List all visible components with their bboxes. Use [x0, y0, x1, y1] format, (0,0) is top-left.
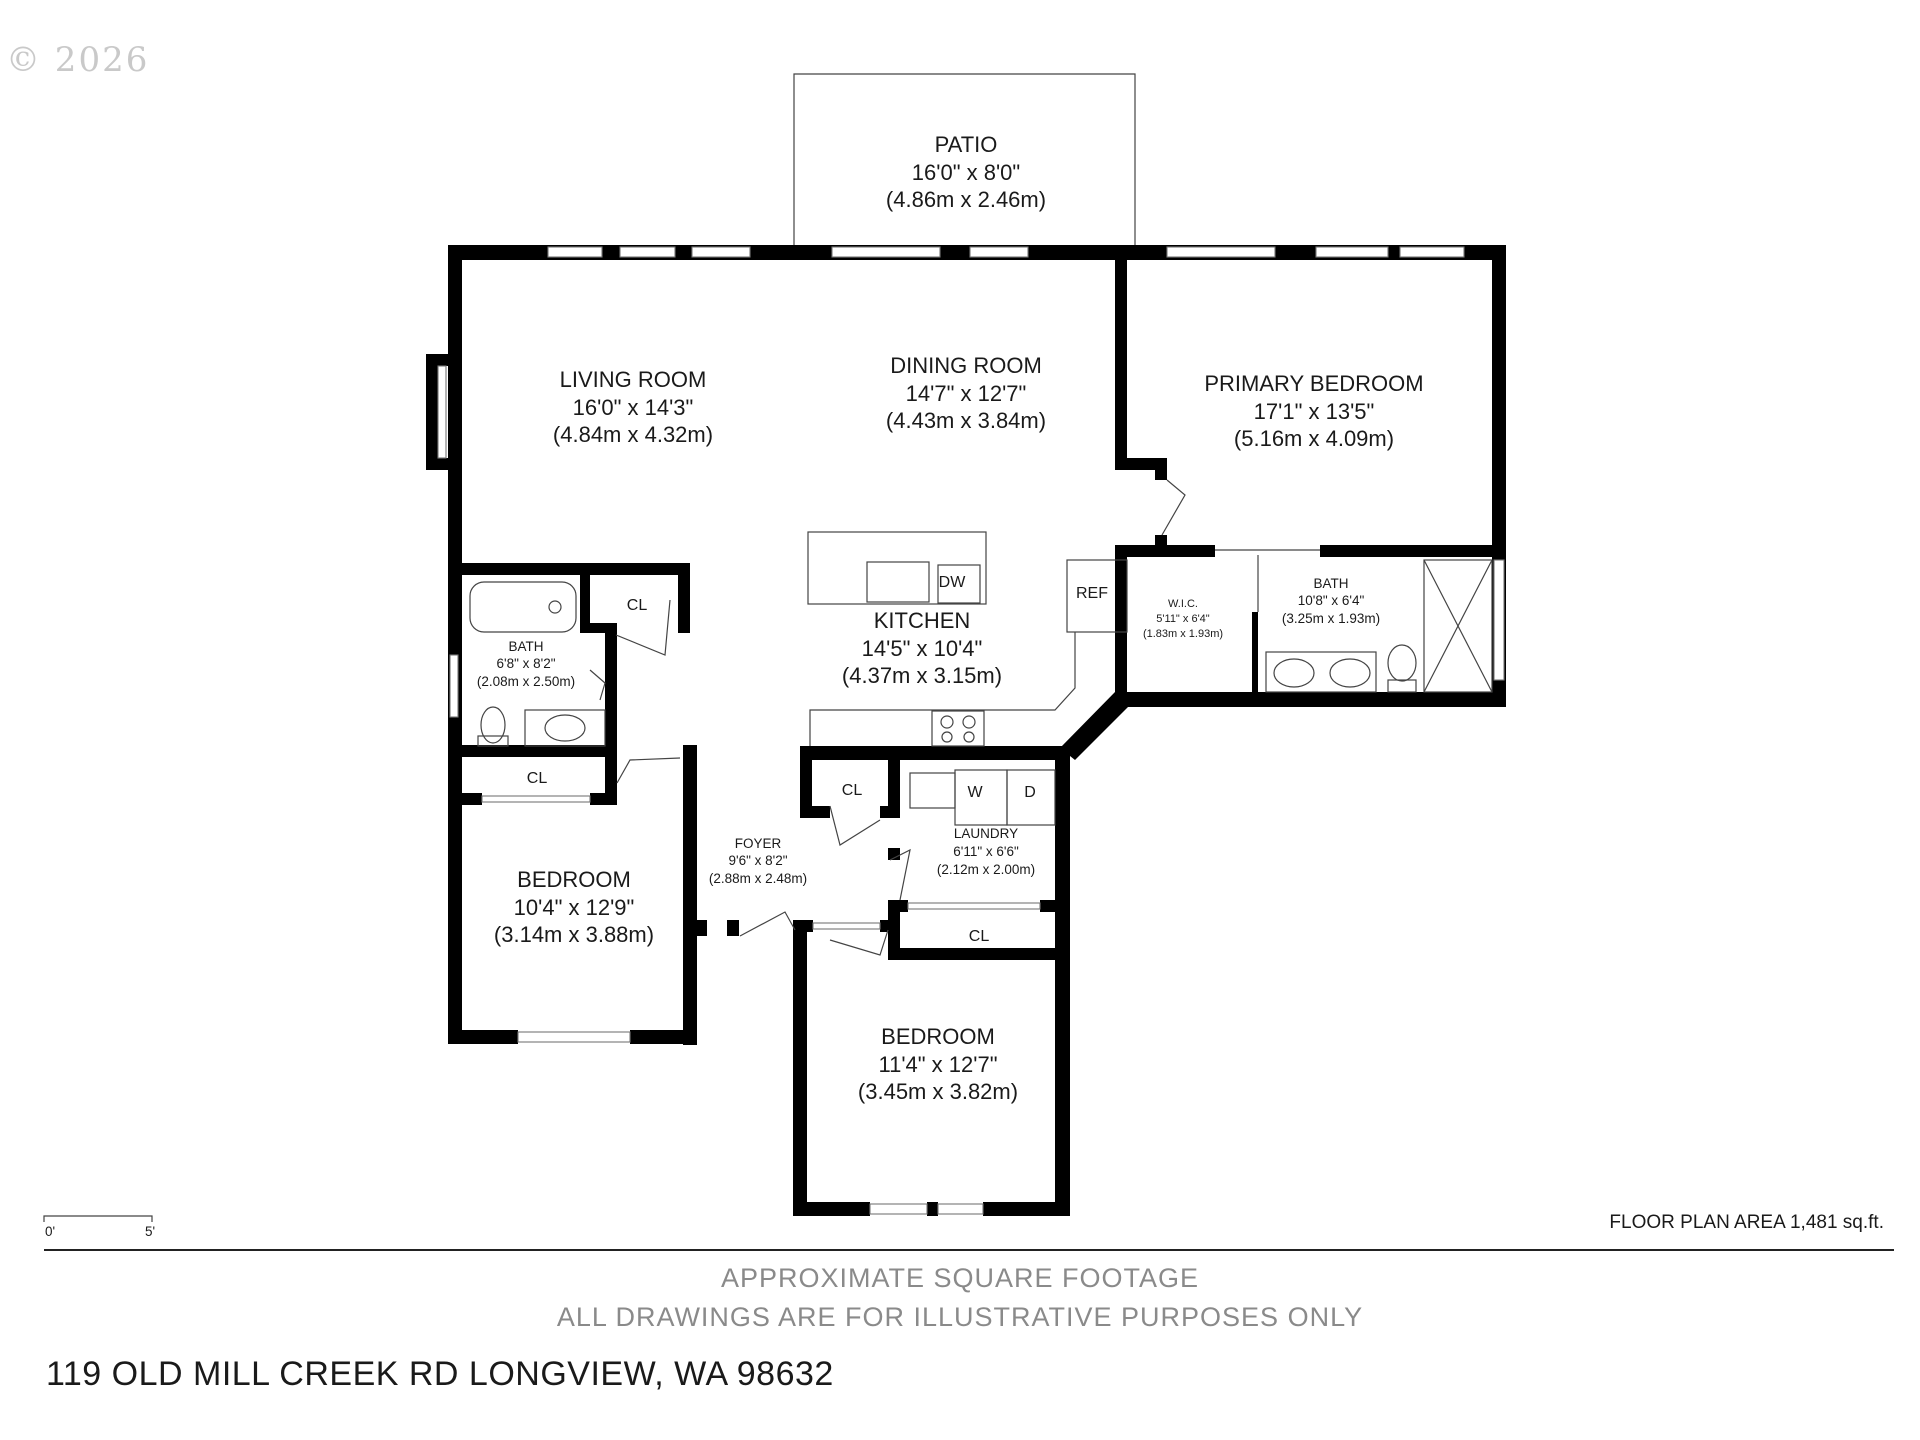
svg-text:(2.88m x 2.48m): (2.88m x 2.48m)	[709, 871, 807, 886]
svg-text:LAUNDRY: LAUNDRY	[954, 826, 1018, 841]
svg-text:6'11" x 6'6": 6'11" x 6'6"	[953, 844, 1019, 859]
svg-text:16'0" x 8'0": 16'0" x 8'0"	[912, 160, 1020, 185]
fixtures	[43, 531, 1493, 1222]
svg-text:(1.83m x 1.93m): (1.83m x 1.93m)	[1143, 628, 1223, 640]
room-label-wic: W.I.C. 5'11" x 6'4" (1.83m x 1.93m)	[1143, 598, 1223, 640]
svg-text:PATIO: PATIO	[935, 132, 998, 157]
svg-text:PRIMARY BEDROOM: PRIMARY BEDROOM	[1204, 371, 1423, 396]
room-label-primary-bath: BATH 10'8" x 6'4" (3.25m x 1.93m)	[1282, 576, 1380, 626]
fixture-labels: CL CL CL CL DW REF W D	[527, 574, 1108, 945]
scale-bar: 0' 5'	[45, 1224, 155, 1239]
svg-text:6'8" x 8'2": 6'8" x 8'2"	[496, 656, 555, 671]
svg-text:5'11" x 6'4": 5'11" x 6'4"	[1156, 613, 1209, 625]
svg-text:(2.12m x 2.00m): (2.12m x 2.00m)	[937, 862, 1035, 877]
closet-label: CL	[842, 782, 863, 799]
room-label-bedroom-2: BEDROOM 11'4" x 12'7" (3.45m x 3.82m)	[858, 1024, 1018, 1104]
room-label-laundry: LAUNDRY 6'11" x 6'6" (2.12m x 2.00m)	[937, 826, 1035, 877]
refrigerator-label: REF	[1076, 585, 1108, 602]
svg-text:DINING ROOM: DINING ROOM	[890, 353, 1042, 378]
washer-label: W	[967, 784, 983, 801]
svg-text:16'0" x 14'3": 16'0" x 14'3"	[573, 395, 694, 420]
door-swings	[481, 479, 1320, 956]
dishwasher-label: DW	[939, 574, 967, 591]
svg-text:(3.25m x 1.93m): (3.25m x 1.93m)	[1282, 611, 1380, 626]
svg-text:10'8" x 6'4": 10'8" x 6'4"	[1298, 593, 1365, 608]
room-label-patio: PATIO 16'0" x 8'0" (4.86m x 2.46m)	[886, 132, 1046, 212]
svg-text:14'7" x 12'7": 14'7" x 12'7"	[906, 381, 1027, 406]
scale-end-label: 5'	[145, 1224, 155, 1239]
windows	[437, 246, 1505, 1215]
svg-text:(4.86m x 2.46m): (4.86m x 2.46m)	[886, 187, 1046, 212]
dryer-label: D	[1024, 784, 1036, 801]
disclaimer-line-2: ALL DRAWINGS ARE FOR ILLUSTRATIVE PURPOS…	[556, 1302, 1364, 1332]
svg-text:BEDROOM: BEDROOM	[881, 1024, 995, 1049]
room-label-bath: BATH 6'8" x 8'2" (2.08m x 2.50m)	[477, 639, 575, 689]
patio-outline	[793, 73, 1136, 250]
svg-text:9'6" x 8'2": 9'6" x 8'2"	[728, 853, 787, 868]
svg-text:14'5" x 10'4": 14'5" x 10'4"	[862, 636, 983, 661]
room-label-dining: DINING ROOM 14'7" x 12'7" (4.43m x 3.84m…	[886, 353, 1046, 433]
svg-text:(5.16m x 4.09m): (5.16m x 4.09m)	[1234, 426, 1394, 451]
copyright-watermark: © 2026	[6, 40, 150, 80]
svg-text:(4.37m x 3.15m): (4.37m x 3.15m)	[842, 663, 1002, 688]
svg-text:(2.08m x 2.50m): (2.08m x 2.50m)	[477, 674, 575, 689]
room-label-primary-bedroom: PRIMARY BEDROOM 17'1" x 13'5" (5.16m x 4…	[1204, 371, 1423, 451]
svg-text:(3.14m x 3.88m): (3.14m x 3.88m)	[494, 922, 654, 947]
room-label-bedroom-1: BEDROOM 10'4" x 12'9" (3.14m x 3.88m)	[494, 867, 654, 947]
svg-text:FOYER: FOYER	[735, 836, 782, 851]
closet-label: CL	[527, 770, 548, 787]
svg-text:(4.84m x 4.32m): (4.84m x 4.32m)	[553, 422, 713, 447]
svg-text:BATH: BATH	[1313, 576, 1348, 591]
svg-text:10'4" x 12'9": 10'4" x 12'9"	[514, 895, 635, 920]
svg-text:BATH: BATH	[508, 639, 543, 654]
svg-text:(3.45m x 3.82m): (3.45m x 3.82m)	[858, 1079, 1018, 1104]
closet-label: CL	[969, 928, 990, 945]
room-label-foyer: FOYER 9'6" x 8'2" (2.88m x 2.48m)	[709, 836, 807, 886]
room-label-kitchen: KITCHEN 14'5" x 10'4" (4.37m x 3.15m)	[842, 608, 1002, 688]
svg-text:KITCHEN: KITCHEN	[874, 608, 971, 633]
divider-line	[44, 1249, 1894, 1251]
floor-plan-area: FLOOR PLAN AREA 1,481 sq.ft.	[1609, 1212, 1884, 1233]
svg-text:BEDROOM: BEDROOM	[517, 867, 631, 892]
svg-text:17'1" x 13'5": 17'1" x 13'5"	[1254, 399, 1375, 424]
property-address: 119 OLD MILL CREEK RD LONGVIEW, WA 98632	[46, 1355, 834, 1393]
scale-start-label: 0'	[45, 1224, 55, 1239]
room-label-living: LIVING ROOM 16'0" x 14'3" (4.84m x 4.32m…	[553, 367, 713, 447]
disclaimer-line-1: APPROXIMATE SQUARE FOOTAGE	[720, 1263, 1200, 1293]
svg-text:(4.43m x 3.84m): (4.43m x 3.84m)	[886, 408, 1046, 433]
svg-text:W.I.C.: W.I.C.	[1168, 598, 1198, 610]
closet-label: CL	[627, 597, 648, 614]
svg-text:LIVING ROOM: LIVING ROOM	[560, 367, 707, 392]
svg-text:11'4" x 12'7": 11'4" x 12'7"	[878, 1052, 997, 1077]
